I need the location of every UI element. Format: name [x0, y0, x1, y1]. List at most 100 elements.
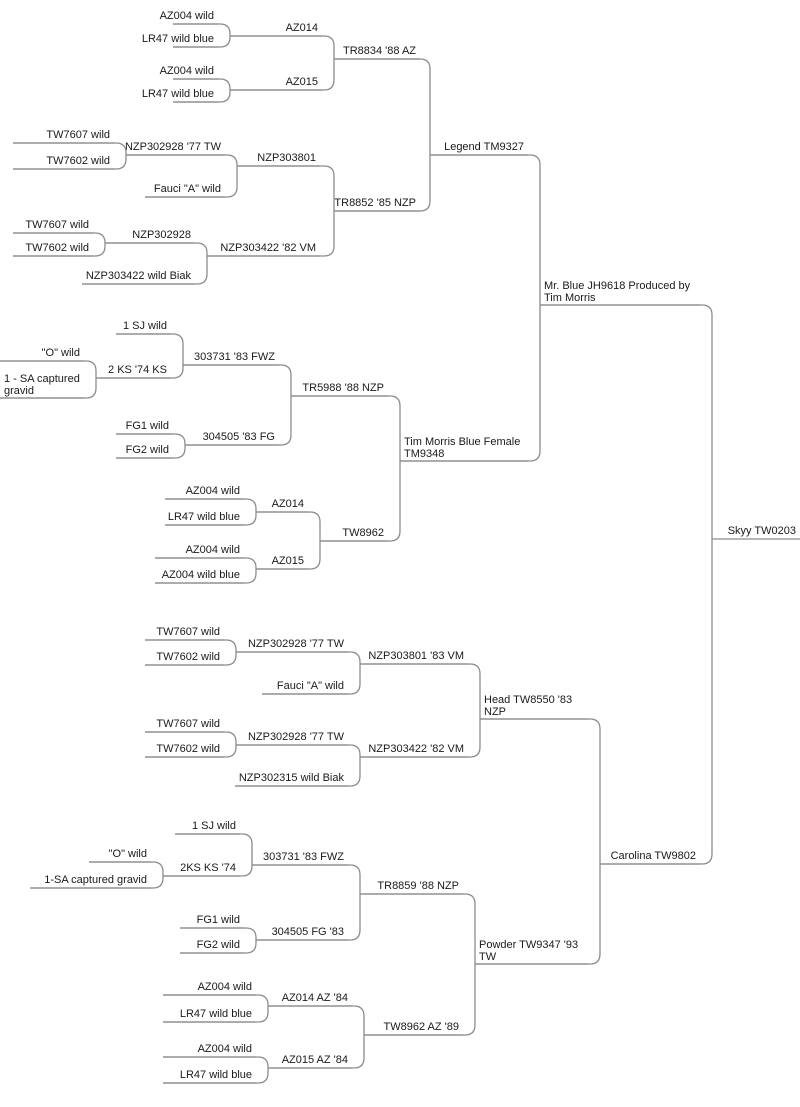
connector-edge — [235, 757, 361, 787]
node-label-legend-tm9327: Legend TM9327 — [444, 141, 524, 153]
node-label-az015: AZ015 — [286, 76, 318, 88]
connector-edge — [145, 639, 237, 652]
connector-edge — [180, 940, 257, 954]
connector-edge — [145, 745, 237, 758]
node-label-line: TW — [479, 951, 497, 963]
node-label-carolina-tw9802: Carolina TW9802 — [611, 850, 696, 862]
connector-edge — [163, 1006, 269, 1023]
connector-edge — [155, 557, 257, 569]
node-label-nzp302315-wild-biak: NZP302315 wild Biak — [239, 772, 345, 784]
node-label-lr47-wild-blue: LR47 wild blue — [168, 511, 240, 523]
node-label-1-sa-captured-gravid: 1-SA captured gravid — [44, 874, 147, 886]
connector-edge — [360, 893, 476, 964]
connector-edge — [145, 652, 237, 666]
node-label-az015: AZ015 — [272, 555, 304, 567]
node-label-tw7607-wild: TW7607 wild — [156, 626, 220, 638]
node-label-fauci-a-wild: Fauci "A" wild — [277, 680, 344, 692]
connector-edge — [475, 864, 601, 965]
connector-edge — [430, 154, 541, 305]
node-label-o-wild: "O" wild — [42, 347, 80, 359]
connector-edge — [163, 1056, 269, 1068]
node-label-tw7607-wild: TW7607 wild — [156, 718, 220, 730]
node-label-tw7602-wild: TW7602 wild — [156, 743, 220, 755]
connector-edge — [163, 1068, 269, 1084]
node-label-az004-wild: AZ004 wild — [160, 10, 214, 22]
node-label-nzp303801: NZP303801 — [257, 152, 316, 164]
connector-edge — [364, 964, 476, 1036]
connector-edge — [183, 364, 292, 396]
node-label-303731-83-fwz: 303731 '83 FWZ — [194, 351, 275, 363]
connector-edge — [540, 304, 713, 539]
connector-edge — [13, 243, 106, 257]
node-label-line: NZP — [484, 706, 506, 718]
node-label-fg2-wild: FG2 wild — [197, 939, 240, 951]
connector-edge — [175, 833, 253, 865]
node-label-304505-83-fg: 304505 '83 FG — [203, 431, 275, 443]
node-label-2-ks-74-ks: 2 KS '74 KS — [108, 364, 167, 376]
node-label-skyy-tw0203: Skyy TW0203 — [728, 525, 796, 537]
node-label-line: Head TW8550 '83 — [484, 694, 572, 706]
node-label-lr47-wild-blue: LR47 wild blue — [142, 33, 214, 45]
node-label-line: 1 - SA captured — [4, 373, 80, 385]
node-label-tw7607-wild: TW7607 wild — [46, 129, 110, 141]
node-label-nzp303801-83-vm: NZP303801 '83 VM — [368, 650, 464, 662]
node-label-line: gravid — [4, 385, 34, 397]
node-label-az014: AZ014 — [286, 22, 318, 34]
connector-edge — [400, 305, 541, 462]
connector-edge — [96, 365, 184, 379]
connector-edge — [268, 1035, 365, 1069]
node-label-tw7602-wild: TW7602 wild — [46, 155, 110, 167]
node-label-tw7602-wild: TW7602 wild — [25, 242, 89, 254]
connector-edge — [163, 994, 269, 1006]
connector-edge — [256, 894, 361, 941]
node-label-az004-wild-blue: AZ004 wild blue — [162, 569, 240, 581]
connector-edge — [165, 498, 257, 512]
connector-edge — [105, 242, 208, 256]
connector-edge — [268, 1005, 365, 1035]
node-label-line: Tim Morris Blue Female — [404, 436, 520, 448]
connector-edge — [256, 541, 321, 570]
node-label-az014-az-84: AZ014 AZ '84 — [282, 992, 348, 1004]
node-label-1-sj-wild: 1 SJ wild — [192, 820, 236, 832]
node-label-nzp302928-77-tw: NZP302928 '77 TW — [125, 141, 222, 153]
node-label-fg1-wild: FG1 wild — [126, 420, 169, 432]
node-label-tw7602-wild: TW7602 wild — [156, 651, 220, 663]
connector-edge — [145, 166, 238, 198]
connector-edge — [163, 865, 253, 877]
connector-edge — [230, 59, 335, 91]
node-label-tr8834-88-az: TR8834 '88 AZ — [343, 45, 416, 57]
connector-edge — [180, 927, 257, 940]
connector-edge — [262, 664, 361, 695]
connector-edge — [13, 232, 106, 244]
node-label-nzp303422-wild-biak: NZP303422 wild Biak — [86, 270, 192, 282]
connector-edge — [334, 58, 431, 155]
node-label-az004-wild: AZ004 wild — [160, 65, 214, 77]
connector-edge — [256, 511, 321, 541]
connector-edge — [145, 731, 237, 745]
connector-edge — [13, 142, 127, 155]
node-label-line: Tim Morris — [544, 292, 596, 304]
node-label-line: Powder TW9347 '93 — [479, 939, 578, 951]
connector-edge — [155, 569, 257, 584]
connector-edge — [173, 78, 231, 90]
connector-edge — [116, 445, 186, 459]
node-label-304505-fg-83: 304505 FG '83 — [272, 926, 344, 938]
node-label-az004-wild: AZ004 wild — [186, 485, 240, 497]
node-label-az015-az-84: AZ015 AZ '84 — [282, 1054, 348, 1066]
node-label-fg2-wild: FG2 wild — [126, 444, 169, 456]
node-label-tr5988-88-nzp: TR5988 '88 NZP — [302, 382, 384, 394]
connector-edge — [0, 360, 97, 378]
node-label-tr8859-88-nzp: TR8859 '88 NZP — [377, 880, 459, 892]
node-label-az014: AZ014 — [272, 498, 304, 510]
node-label-303731-83-fwz: 303731 '83 FWZ — [263, 851, 344, 863]
connector-edge — [173, 36, 231, 48]
node-label-lr47-wild-blue: LR47 wild blue — [180, 1008, 252, 1020]
node-label-nzp302928-77-tw: NZP302928 '77 TW — [248, 731, 345, 743]
connector-edge — [230, 35, 335, 59]
connector-edge — [89, 861, 164, 876]
connector-edge — [236, 744, 361, 757]
